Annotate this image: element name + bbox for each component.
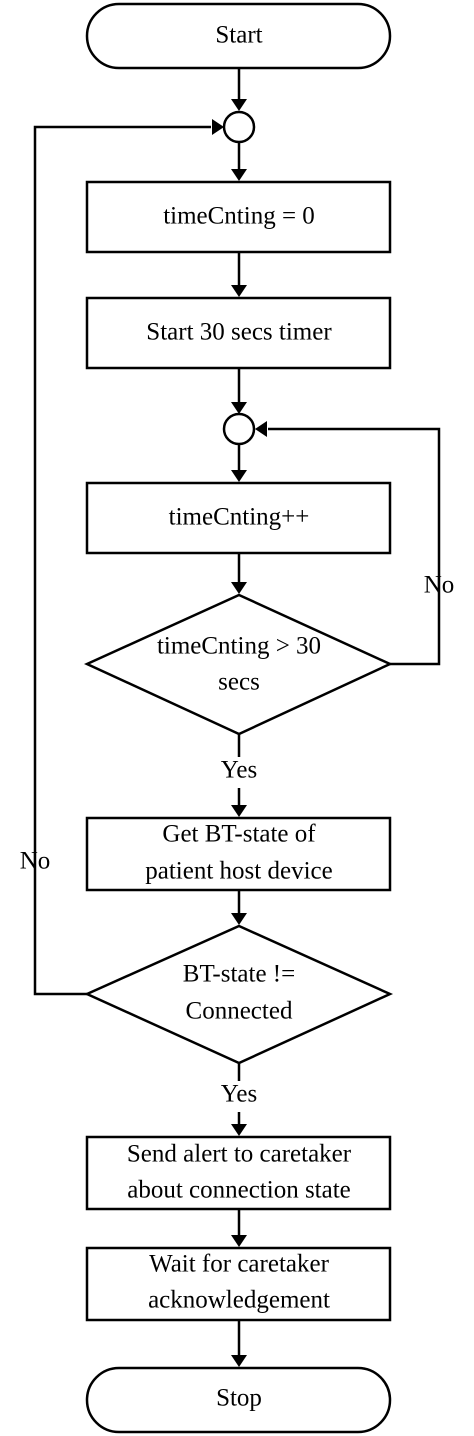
get-state-process: [85, 816, 392, 892]
stop-terminator: [85, 1366, 392, 1434]
arrowhead-wait: [231, 1235, 247, 1247]
state-check-label-line2: Connected: [186, 998, 293, 1025]
increment-process: [85, 481, 392, 555]
arrowhead-timer: [231, 285, 247, 297]
arrowhead-init: [231, 169, 247, 181]
wait-ack-label-line2: acknowledgement: [148, 1287, 330, 1314]
get-state-label-line2: patient host device: [145, 858, 332, 885]
arrowhead-increment: [231, 470, 247, 482]
inner-loop-junction: [222, 412, 256, 446]
connector-state-no-loop: [33, 125, 211, 996]
connector-timer-no-loop: [268, 427, 441, 666]
state-check-label-line1: BT-state !=: [183, 961, 295, 988]
outer-loop-junction: [222, 110, 256, 144]
timer-check-label-line1: timeCnting > 30: [157, 633, 321, 660]
init-counter-process: [85, 180, 392, 254]
timer-no-label: No: [424, 572, 455, 599]
start-timer-label: Start 30 secs timer: [146, 319, 332, 346]
get-state-label-line1: Get BT-state of: [162, 821, 316, 848]
start-timer-process: [85, 296, 392, 370]
wait-ack-process: [85, 1246, 392, 1322]
arrowhead-state-decision: [231, 913, 247, 925]
arrowhead-timer-decision: [231, 582, 247, 594]
start-label: Start: [215, 22, 262, 49]
state-yes-label: Yes: [221, 1081, 257, 1108]
arrowhead-send-alert: [231, 1124, 247, 1136]
stop-label: Stop: [216, 1385, 262, 1412]
send-alert-process: [85, 1135, 392, 1211]
arrowhead-outer-loop: [212, 119, 224, 135]
arrowhead-get-state: [231, 805, 247, 817]
increment-label: timeCnting++: [169, 504, 310, 531]
arrowhead-junction-top: [231, 99, 247, 111]
timer-check-label-line2: secs: [218, 669, 260, 696]
state-no-label: No: [20, 848, 51, 875]
send-alert-label-line1: Send alert to caretaker: [127, 1141, 352, 1168]
state-check-decision: [83, 924, 394, 1065]
wait-ack-label-line1: Wait for caretaker: [149, 1251, 329, 1278]
arrowhead-stop: [231, 1355, 247, 1367]
send-alert-label-line2: about connection state: [127, 1177, 351, 1204]
arrowhead-inner-loop: [255, 421, 267, 437]
arrowhead-inner-junction: [231, 402, 247, 414]
timer-check-decision: [83, 593, 393, 736]
init-counter-label: timeCnting = 0: [163, 203, 315, 230]
timer-yes-label: Yes: [221, 757, 257, 784]
